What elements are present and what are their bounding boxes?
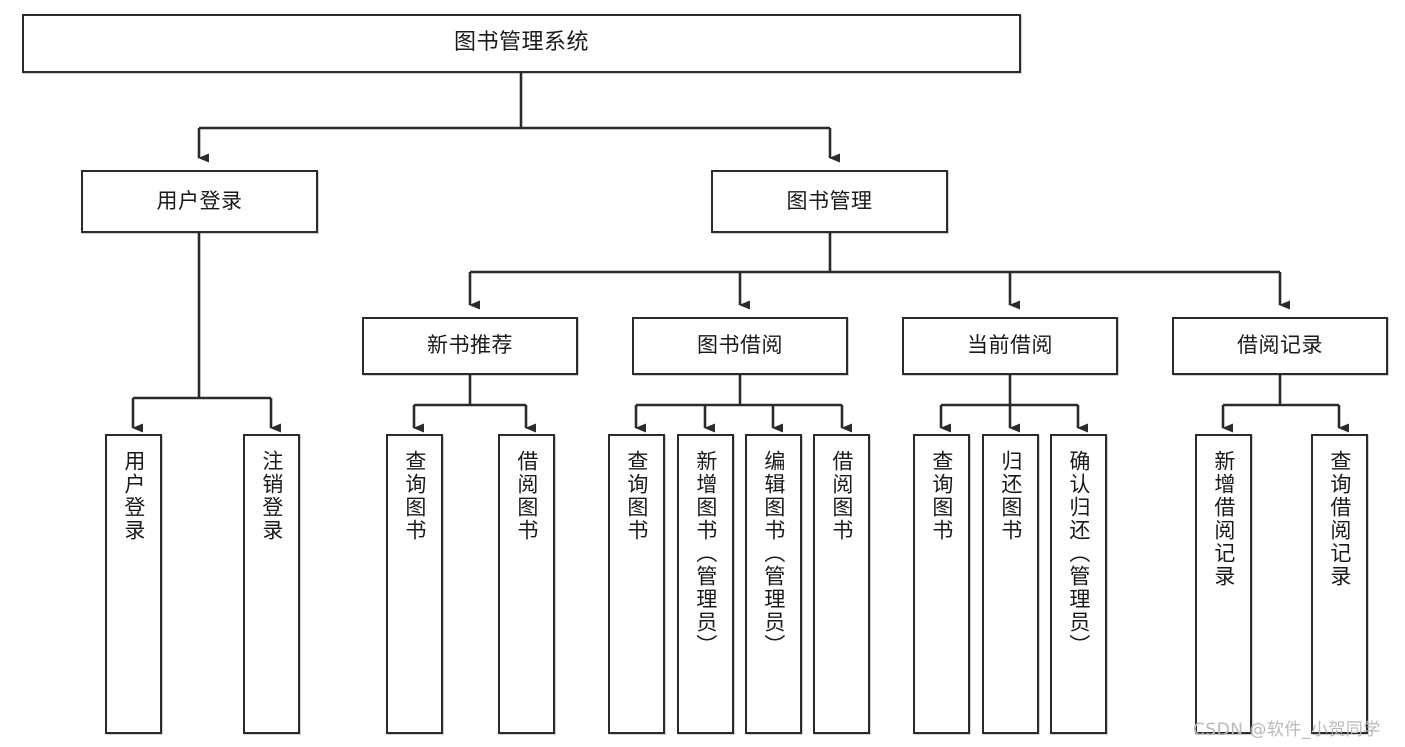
- node-edit-book-admin[interactable]: 编辑图书（管理员）: [745, 434, 802, 734]
- node-label: 查询借阅记录: [1327, 450, 1352, 588]
- node-query-borrow-record[interactable]: 查询借阅记录: [1311, 434, 1368, 734]
- node-label: 编辑图书（管理员）: [761, 450, 786, 657]
- node-label: 确认归还（管理员）: [1066, 450, 1091, 657]
- node-label: 查询图书: [402, 450, 427, 542]
- node-borrow-record[interactable]: 借阅记录: [1172, 317, 1388, 375]
- node-add-borrow-record[interactable]: 新增借阅记录: [1195, 434, 1252, 734]
- node-return-book[interactable]: 归还图书: [982, 434, 1039, 734]
- node-user-login[interactable]: 用户登录: [81, 170, 318, 233]
- node-book-management[interactable]: 图书管理: [711, 170, 948, 233]
- node-label: 当前借阅: [967, 333, 1053, 358]
- node-query-book-2[interactable]: 查询图书: [608, 434, 665, 734]
- node-borrow-book-2[interactable]: 借阅图书: [813, 434, 870, 734]
- node-label: 新增图书（管理员）: [693, 450, 718, 657]
- node-label: 图书管理系统: [453, 30, 589, 56]
- node-query-book-3[interactable]: 查询图书: [913, 434, 970, 734]
- node-label: 用户登录: [156, 188, 243, 213]
- node-confirm-return-admin[interactable]: 确认归还（管理员）: [1050, 434, 1107, 734]
- csdn-watermark: CSDN @软件_小贺同学: [1193, 720, 1381, 740]
- node-label: 新增借阅记录: [1211, 450, 1236, 588]
- node-label: 注销登录: [259, 450, 284, 542]
- node-label: 图书管理: [786, 188, 873, 213]
- node-logout-leaf[interactable]: 注销登录: [243, 434, 300, 734]
- node-current-borrow[interactable]: 当前借阅: [902, 317, 1118, 375]
- node-label: 借阅记录: [1237, 333, 1323, 358]
- node-book-borrow[interactable]: 图书借阅: [632, 317, 848, 375]
- node-query-book-1[interactable]: 查询图书: [386, 434, 443, 734]
- node-label: 归还图书: [998, 450, 1023, 542]
- node-label: 查询图书: [929, 450, 954, 542]
- node-label: 新书推荐: [427, 333, 513, 358]
- node-add-book-admin[interactable]: 新增图书（管理员）: [677, 434, 734, 734]
- node-new-book-recommend[interactable]: 新书推荐: [362, 317, 578, 375]
- node-root-book-management-system[interactable]: 图书管理系统: [22, 14, 1021, 73]
- node-label: 用户登录: [121, 450, 146, 542]
- node-label: 图书借阅: [697, 333, 783, 358]
- node-borrow-book-1[interactable]: 借阅图书: [498, 434, 555, 734]
- node-label: 借阅图书: [829, 450, 854, 542]
- node-label: 借阅图书: [514, 450, 539, 542]
- node-user-login-leaf[interactable]: 用户登录: [105, 434, 162, 734]
- node-label: 查询图书: [624, 450, 649, 542]
